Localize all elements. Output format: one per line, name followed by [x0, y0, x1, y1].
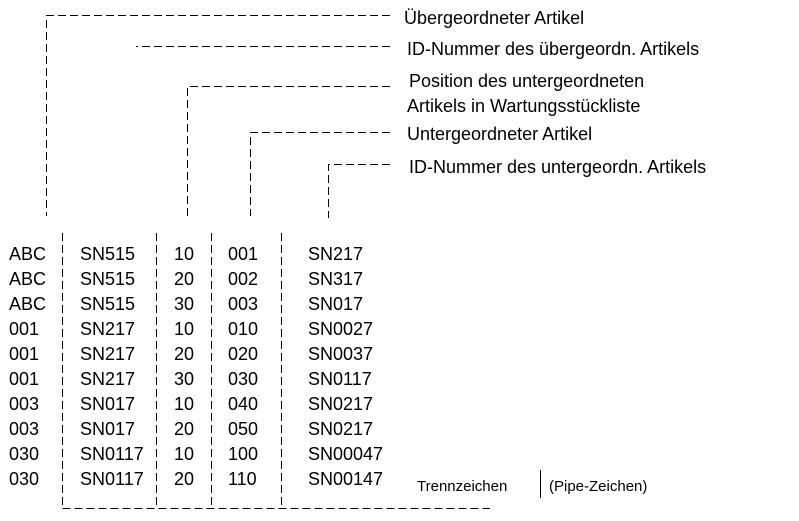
cell-parent-id: SN017 — [80, 419, 135, 439]
cell-parent-article: 003 — [9, 419, 39, 439]
cell-parent-article: 001 — [9, 369, 39, 389]
cell-child-id: SN0217 — [308, 394, 373, 414]
label-position-line1: Position des untergeordneten — [409, 71, 644, 91]
cell-position: 10 — [174, 394, 194, 414]
cell-parent-id: SN217 — [80, 369, 135, 389]
cell-child-id: SN00047 — [308, 444, 383, 464]
separator-detail: (Pipe-Zeichen) — [549, 478, 647, 495]
cell-child-id: SN217 — [308, 244, 363, 264]
cell-child-id: SN00147 — [308, 469, 383, 489]
cell-parent-article: 001 — [9, 319, 39, 339]
leader-parent-article — [46, 15, 390, 216]
leader-lines — [46, 15, 390, 218]
cell-parent-article: ABC — [9, 294, 46, 314]
table-row: 030 SN0117 10 100 SN00047 — [9, 444, 383, 464]
cell-child-id: SN0027 — [308, 319, 373, 339]
cell-parent-article: 001 — [9, 344, 39, 364]
label-position-line2: Artikels in Wartungsstückliste — [407, 96, 640, 116]
cell-parent-article: 003 — [9, 394, 39, 414]
leader-child-id — [328, 164, 390, 218]
table-row: 030 SN0117 20 110 SN00147 — [9, 469, 383, 489]
cell-parent-id: SN515 — [80, 294, 135, 314]
cell-child-id: SN317 — [308, 269, 363, 289]
leader-position — [187, 86, 390, 218]
table-row: ABC SN515 10 001 SN217 — [9, 244, 363, 264]
label-child-id: ID-Nummer des untergeordn. Artikels — [409, 157, 706, 177]
table-row: ABC SN515 30 003 SN017 — [9, 294, 363, 314]
cell-parent-id: SN0117 — [80, 469, 144, 489]
cell-parent-article: 030 — [9, 469, 39, 489]
table-row: 003 SN017 20 050 SN0217 — [9, 419, 373, 439]
leader-labels: Übergeordneter Artikel ID-Nummer des übe… — [404, 8, 706, 177]
cell-child-article: 050 — [228, 419, 258, 439]
cell-position: 10 — [174, 319, 194, 339]
separator-note: Trennzeichen (Pipe-Zeichen) — [417, 470, 647, 498]
cell-child-article: 020 — [228, 344, 258, 364]
cell-position: 10 — [174, 444, 194, 464]
table-row: 001 SN217 20 020 SN0037 — [9, 344, 373, 364]
table-row: 003 SN017 10 040 SN0217 — [9, 394, 373, 414]
leader-child-article — [250, 132, 390, 216]
cell-child-article: 010 — [228, 319, 258, 339]
cell-child-article: 100 — [228, 444, 258, 464]
label-child-article: Untergeordneter Artikel — [407, 124, 592, 144]
label-parent-id: ID-Nummer des übergeordn. Artikels — [407, 39, 699, 59]
table-row: 001 SN217 30 030 SN0117 — [9, 369, 372, 389]
column-separators — [62, 233, 490, 509]
cell-position: 20 — [174, 469, 194, 489]
cell-child-id: SN0117 — [308, 369, 372, 389]
cell-parent-id: SN515 — [80, 244, 135, 264]
cell-position: 30 — [174, 369, 194, 389]
cell-parent-article: ABC — [9, 269, 46, 289]
cell-parent-id: SN217 — [80, 319, 135, 339]
cell-parent-id: SN217 — [80, 344, 135, 364]
separator-label: Trennzeichen — [417, 478, 507, 495]
label-parent-article: Übergeordneter Artikel — [404, 8, 584, 28]
cell-child-article: 040 — [228, 394, 258, 414]
cell-position: 30 — [174, 294, 194, 314]
cell-child-article: 030 — [228, 369, 258, 389]
cell-position: 20 — [174, 419, 194, 439]
cell-child-id: SN017 — [308, 294, 363, 314]
cell-child-article: 110 — [228, 469, 257, 489]
cell-child-article: 001 — [228, 244, 258, 264]
cell-parent-article: 030 — [9, 444, 39, 464]
cell-position: 20 — [174, 269, 194, 289]
cell-position: 20 — [174, 344, 194, 364]
cell-child-article: 003 — [228, 294, 258, 314]
cell-position: 10 — [174, 244, 194, 264]
cell-parent-id: SN0117 — [80, 444, 144, 464]
cell-child-id: SN0217 — [308, 419, 373, 439]
cell-child-article: 002 — [228, 269, 258, 289]
cell-parent-id: SN515 — [80, 269, 135, 289]
cell-parent-article: ABC — [9, 244, 46, 264]
cell-child-id: SN0037 — [308, 344, 373, 364]
cell-parent-id: SN017 — [80, 394, 135, 414]
table-row: ABC SN515 20 002 SN317 — [9, 269, 363, 289]
table-row: 001 SN217 10 010 SN0027 — [9, 319, 373, 339]
